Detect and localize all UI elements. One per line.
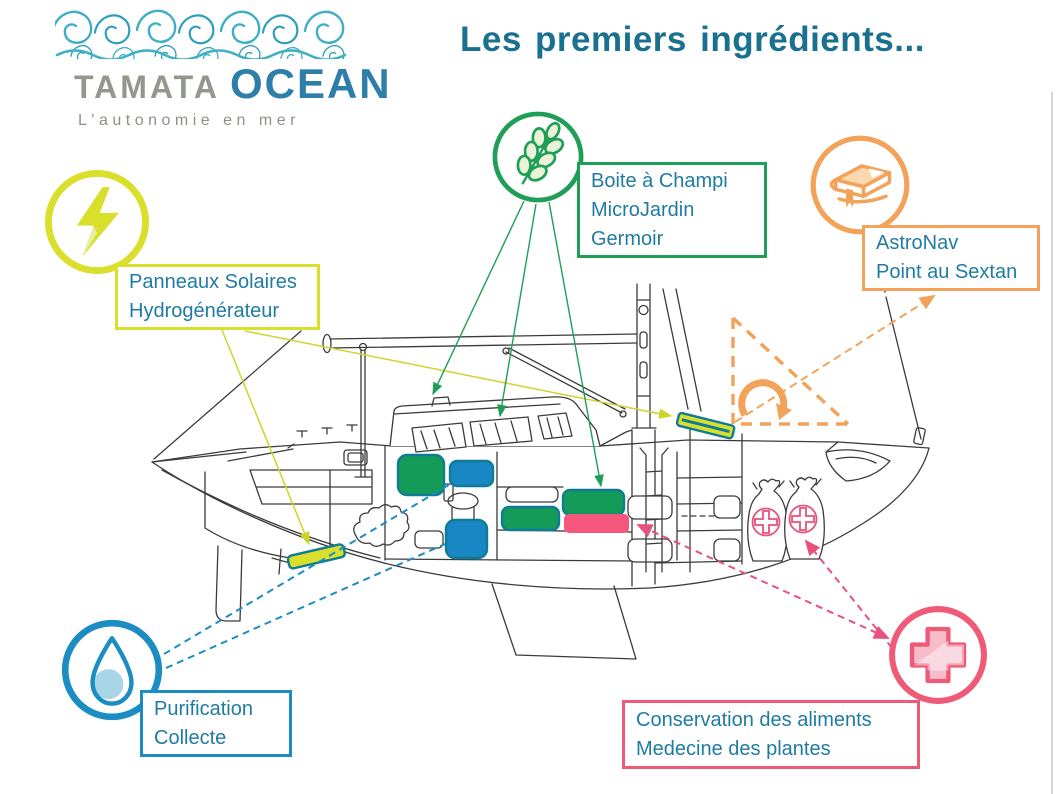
health-circle [886, 603, 990, 707]
energy-label-box: Panneaux Solaires Hydrogénérateur [115, 264, 320, 330]
connector-health-2 [804, 539, 893, 649]
connector-energy-hydrogenerator [221, 329, 310, 546]
equipment-marker-green-3 [561, 488, 626, 517]
label-line: Conservation des aliments [636, 708, 872, 731]
callout-connectors [163, 200, 893, 669]
equipment-marker-blue-2 [444, 518, 489, 560]
energy-circle [42, 167, 152, 277]
connector-culture-3 [548, 201, 604, 488]
lightning-icon [44, 169, 150, 275]
equipment-markers [286, 411, 736, 570]
equipment-marker-green-1 [396, 453, 446, 497]
health-label-box: Conservation des aliments Medecine des p… [622, 700, 920, 769]
label-line: Panneaux Solaires [129, 271, 297, 293]
wheat-icon [492, 111, 584, 203]
slide-edge-line [1051, 92, 1053, 794]
label-line: AstroNav [876, 232, 959, 254]
book-icon [810, 135, 910, 235]
provision-sack [784, 476, 825, 560]
provision-sack [747, 478, 788, 562]
label-line: Point au Sextan [876, 261, 1018, 283]
connector-culture-1 [432, 200, 525, 396]
equipment-marker-pink-1 [564, 514, 629, 533]
connector-water-2 [165, 543, 446, 669]
water-circle [59, 617, 165, 723]
label-line: MicroJardin [591, 198, 695, 221]
equipment-marker-blue-1 [448, 459, 495, 488]
label-line: Purification [154, 697, 253, 720]
logo-brand-primary: TAMATA [74, 69, 220, 105]
drop-icon [61, 619, 163, 721]
connector-water-1 [163, 482, 453, 655]
sextant-angle-diagram [731, 294, 936, 426]
sailboat-drawing [151, 283, 930, 660]
culture-circle [491, 110, 585, 204]
hydrogenerator-marker [286, 543, 347, 570]
water-label-box: Purification Collecte [140, 690, 292, 757]
cross-icon [889, 606, 987, 704]
wave-pattern-logo [55, 9, 347, 59]
navigation-label-box: AstroNav Point au Sextan [862, 225, 1040, 291]
label-line: Germoir [591, 227, 664, 250]
logo-brand-secondary: OCEAN [229, 60, 392, 107]
navigation-circle [808, 133, 912, 237]
label-line: Hydrogénérateur [129, 300, 280, 322]
solar-panel-marker [675, 411, 736, 440]
label-line: Boite à Champi [591, 169, 728, 192]
page-title: Les premiers ingrédients... [460, 20, 925, 59]
equipment-marker-green-2 [500, 505, 561, 532]
connector-health-1 [636, 524, 890, 639]
connector-energy-solar-panel [244, 330, 673, 419]
label-line: Medecine des plantes [636, 737, 831, 760]
label-line: Collecte [154, 726, 227, 749]
culture-label-box: Boite à Champi MicroJardin Germoir [577, 162, 767, 258]
connector-culture-2 [497, 203, 537, 418]
logo-tagline: L'autonomie en mer [78, 112, 300, 129]
